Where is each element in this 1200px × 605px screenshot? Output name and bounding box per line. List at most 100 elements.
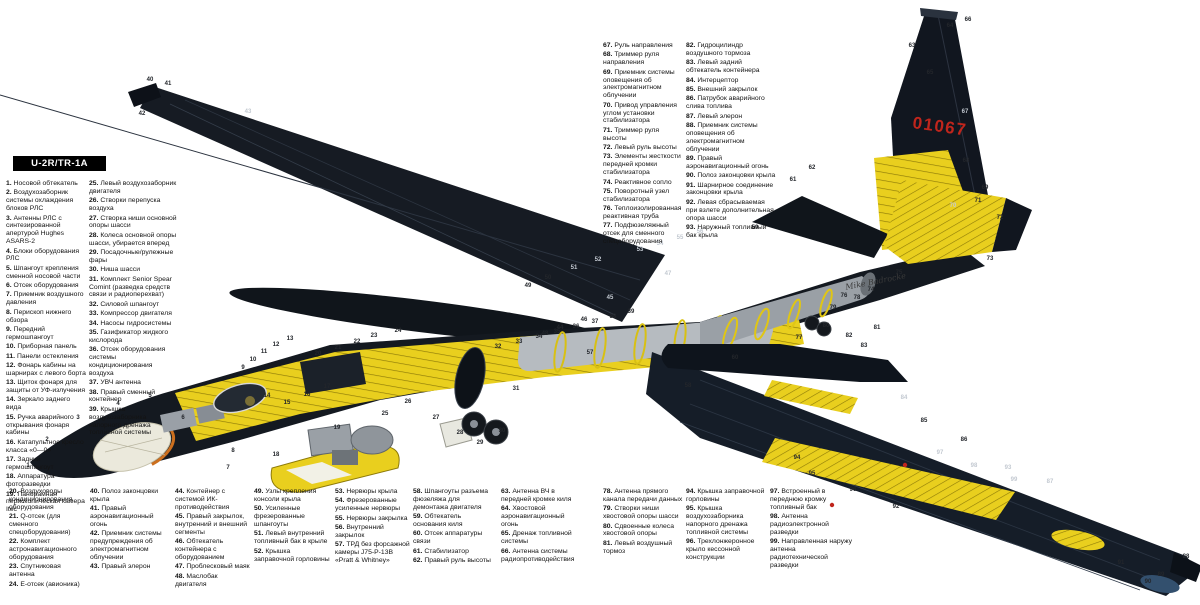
callout-number: 65 <box>926 70 934 76</box>
legend-item: 43. Правый элерон <box>90 563 151 571</box>
legend-item: 6. Отсек оборудования <box>6 282 79 289</box>
legend-item: 1. Носовой обтекатель <box>6 180 78 187</box>
callout-number: 64 <box>946 23 954 29</box>
callout-number: 63 <box>908 43 916 49</box>
callout-number: 42 <box>138 111 146 117</box>
legend-item: 42. Приемник системы предупреждения об э… <box>90 530 162 561</box>
legend-item: 75. Поворотный узел стабилизатора <box>603 187 670 203</box>
legend-item: 29. Посадочные/рулежные фары <box>89 249 174 264</box>
camera-pallet <box>270 423 400 493</box>
callout-number: 90 <box>1144 579 1152 585</box>
fuselage <box>30 248 985 478</box>
legend-item: 20. Воздуховоды кондиционирования оборуд… <box>9 488 73 511</box>
legend-item: 80. Сдвоенные колеса хвостовой опоры <box>603 522 674 538</box>
callout-number: 67 <box>961 109 969 115</box>
legend-item: 50. Усиленные фрезерованные шпангоуты <box>254 505 305 528</box>
callout-number: 23 <box>370 333 378 339</box>
fin-tip-antenna <box>920 8 958 20</box>
legend-item: 16. Катапультное кресло класса «0—0» <box>6 438 84 454</box>
callout-number: 47 <box>664 271 672 277</box>
callout-number: 94 <box>793 455 801 461</box>
callout-number: 31 <box>512 386 520 392</box>
callout-number: 22 <box>353 339 361 345</box>
aileron-cutaway <box>1051 529 1105 551</box>
callout-number: 49 <box>524 283 532 289</box>
callout-number: 54 <box>656 241 664 247</box>
callout-number: 58 <box>684 383 692 389</box>
legend-item: 51. Левый внутренний топливный бак в кры… <box>254 530 328 546</box>
callout-number: 98 <box>970 463 978 469</box>
callout-number: 56 <box>696 229 704 235</box>
callout-number: 30 <box>498 428 506 434</box>
legend-item: 61. Стабилизатор <box>413 547 469 555</box>
legend-item: 88. Приемник системы оповещения об элект… <box>686 121 758 153</box>
callout-number: 73 <box>986 256 994 262</box>
legend-item: 27. Створка ниши основной опоры шасси <box>89 214 177 230</box>
legend-item: 9. Передний гермошпангоут <box>6 325 54 341</box>
callout-number: 6 <box>181 415 185 421</box>
legend-item: 63. Антенна ВЧ в передней кромке киля <box>501 488 572 503</box>
legend-item: 62. Правый руль высоты <box>413 557 491 564</box>
tail-landing-gear <box>804 315 832 337</box>
callout-number: 41 <box>164 81 172 87</box>
callout-number: 2 <box>45 437 49 443</box>
callout-number: 10 <box>249 357 257 363</box>
callout-number: 46 <box>580 317 588 323</box>
callout-number: 1 <box>26 463 30 469</box>
legend-item: 4. Блоки оборудования РЛС <box>6 247 80 263</box>
radar-antenna-dish <box>92 422 172 472</box>
legend-item: 54. Фрезерованные усиленные нервюры <box>335 497 401 513</box>
callout-number: 21 <box>334 345 342 351</box>
callout-number: 62 <box>808 165 816 171</box>
legend-item: 3. Антенны РЛС с синтезированной апертур… <box>6 214 65 246</box>
callout-number: 32 <box>494 344 502 350</box>
legend-item: 91. Шарнирное соединение законцовки крыл… <box>686 181 774 197</box>
callout-number: 24 <box>394 328 402 334</box>
legend-item: 48. Маслобак двигателя <box>175 572 218 588</box>
callout-number: 12 <box>272 342 280 348</box>
legend-item: 95. Крышка воздухозаборника напорного др… <box>686 505 749 536</box>
legend-item: 25. Левый воздухозаборник двигателя <box>89 180 177 195</box>
legend-item: 33. Компрессор двигателя <box>89 310 172 318</box>
callout-number: 78 <box>853 295 861 301</box>
callout-number: 20 <box>314 351 322 357</box>
callout-number: 71 <box>974 198 982 204</box>
callout-number: 7 <box>226 465 230 471</box>
legend-item: 38. Правый сменный контейнер <box>89 388 156 404</box>
camera-drum <box>350 425 394 455</box>
callout-number: 80 <box>822 323 830 329</box>
callout-number: 15 <box>283 400 291 406</box>
callout-number: 96 <box>849 487 857 493</box>
callout-number: 33 <box>515 339 523 345</box>
legend-item: 46. Обтекатель контейнера с оборудование… <box>175 538 225 561</box>
callout-number: 87 <box>1046 479 1054 485</box>
callout-number: 85 <box>920 418 928 424</box>
left-wing <box>0 83 665 322</box>
callout-number: 60 <box>731 355 739 361</box>
callout-number: 48 <box>541 331 549 337</box>
wing-root-cutaway <box>764 380 858 414</box>
legend-item: 34. Насосы гидросистемы <box>89 319 172 327</box>
legend-item: 10. Приборная панель <box>6 343 77 351</box>
legend-item: 82. Гидроцилиндр воздушного тормоза <box>686 42 751 57</box>
callout-number: 86 <box>960 437 968 443</box>
callout-number: 53 <box>636 247 644 253</box>
legend-bottom-col-6: 58. Шпангоуты разъема фюзеляжа для демон… <box>413 488 495 566</box>
legend-item: 93. Наружный топливный бак крыла <box>686 223 767 239</box>
legend-item: 26. Створки перепуска воздуха <box>89 197 161 213</box>
legend-item: 12. Фонарь кабины на шарнирах с левого б… <box>6 361 86 377</box>
legend-item: 58. Шпангоуты разъема фюзеляжа для демон… <box>413 488 489 511</box>
callout-number: 43 <box>244 109 252 115</box>
legend-bottom-col-1: 20. Воздуховоды кондиционирования оборуд… <box>9 488 85 590</box>
wing-pod <box>661 344 908 382</box>
callout-number: 76 <box>840 293 848 299</box>
legend-item: 44. Контейнер с системой ИК-противодейст… <box>175 488 230 511</box>
legend-item: 66. Антенна системы радиопротиводействия <box>501 547 575 563</box>
wingtip-skid <box>1140 574 1180 594</box>
equipment-box <box>332 450 358 465</box>
callout-number: 51 <box>570 265 578 271</box>
